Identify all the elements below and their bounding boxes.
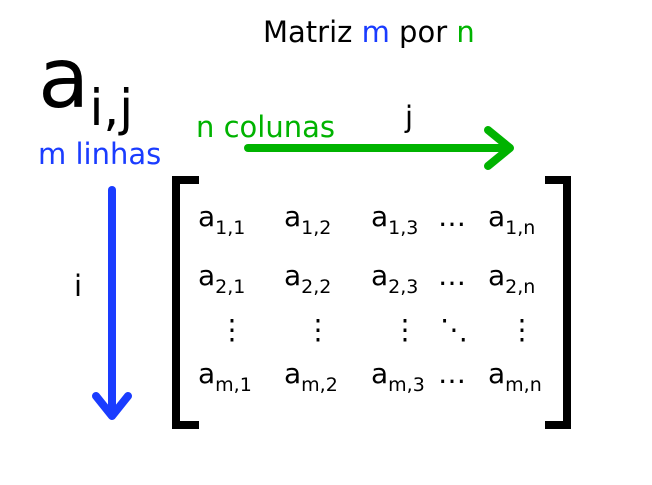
cell-base: a [488, 259, 506, 292]
row-index-label: i [74, 269, 83, 303]
cell-subscript: 2,1 [215, 276, 246, 298]
matrix-cell: … [438, 262, 466, 290]
cell-subscript: 2,n [505, 276, 536, 298]
cell-base: a [198, 259, 216, 292]
cell-subscript: m,1 [215, 374, 252, 396]
cell-base: ⋮ [304, 313, 332, 346]
matrix-cell: ⋮ [304, 316, 332, 344]
row-arrow [92, 186, 132, 420]
matrix-cell: a1,2 [284, 200, 331, 238]
matrix-cell: a1,1 [198, 200, 245, 238]
matrix-cell: ⋮ [391, 316, 419, 344]
cell-base: a [284, 200, 302, 233]
matrix-cell: ⋮ [218, 316, 246, 344]
matrix-cell: a2,n [488, 259, 535, 297]
cell-subscript: 1,3 [388, 217, 419, 239]
title-m: m [361, 15, 390, 49]
matrix-cell: am,n [488, 357, 542, 395]
cell-subscript: 2,2 [301, 276, 332, 298]
cell-base: ⋮ [508, 313, 536, 346]
cell-subscript: m,n [505, 374, 542, 396]
cell-base: ⋮ [391, 313, 419, 346]
cell-subscript: 1,2 [301, 217, 332, 239]
column-index-label: j [405, 100, 414, 134]
cell-base: … [438, 357, 466, 390]
matrix-cell: a2,3 [371, 259, 418, 297]
cell-base: a [488, 357, 506, 390]
cell-base: ⋮ [218, 313, 246, 346]
matrix-cell: a1,3 [371, 200, 418, 238]
matrix-cell: ⋮ [508, 316, 536, 344]
cell-base: … [438, 200, 466, 233]
cell-base: a [198, 357, 216, 390]
notation-subscript: i,j [89, 79, 134, 137]
matrix-cell: ⋱ [440, 316, 468, 344]
cell-base: a [371, 200, 389, 233]
cell-subscript: 1,n [505, 217, 536, 239]
cell-subscript: 2,3 [388, 276, 419, 298]
title-middle: por [389, 15, 457, 49]
matrix-cell: am,2 [284, 357, 338, 395]
title-n: n [456, 15, 475, 49]
element-notation: ai,j [38, 29, 133, 133]
cell-base: a [198, 200, 216, 233]
matrix-cell: a2,2 [284, 259, 331, 297]
matrix-cell: … [438, 360, 466, 388]
title-prefix: Matriz [263, 15, 362, 49]
matrix-cell: am,1 [198, 357, 252, 395]
matrix-cell: … [438, 203, 466, 231]
notation-base: a [38, 29, 90, 127]
right-bracket [545, 176, 571, 429]
cell-base: a [488, 200, 506, 233]
cell-subscript: m,2 [301, 374, 338, 396]
matrix-cell: a1,n [488, 200, 535, 238]
cell-base: … [438, 259, 466, 292]
cell-subscript: m,3 [388, 374, 425, 396]
left-bracket [172, 176, 199, 429]
cell-base: a [371, 259, 389, 292]
cell-subscript: 1,1 [215, 217, 246, 239]
matrix-cell: a2,1 [198, 259, 245, 297]
columns-label: n colunas [196, 110, 335, 144]
cell-base: a [284, 357, 302, 390]
diagram-title: Matriz m por n [263, 18, 475, 47]
cell-base: a [284, 259, 302, 292]
cell-base: a [371, 357, 389, 390]
rows-label: m linhas [38, 137, 162, 171]
matrix-cell: am,3 [371, 357, 425, 395]
cell-base: ⋱ [440, 313, 468, 346]
column-arrow [244, 126, 514, 170]
